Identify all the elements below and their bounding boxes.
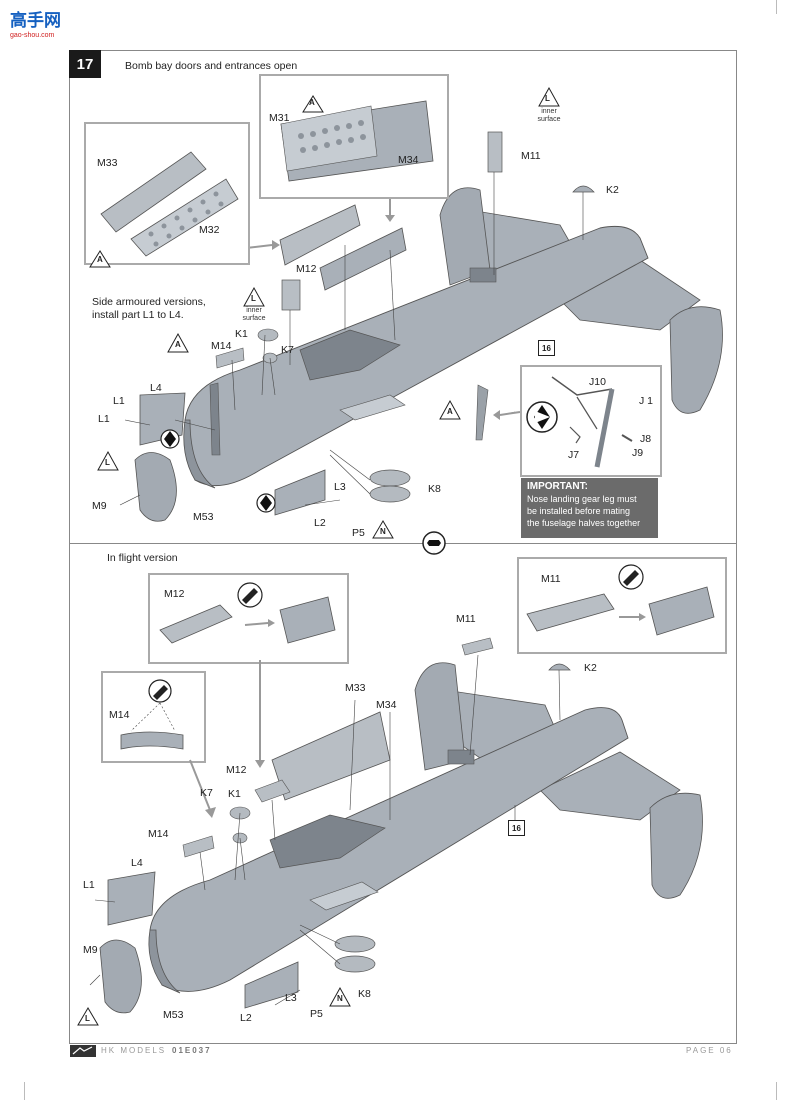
footer-page: PAGE 06	[686, 1046, 733, 1055]
marker-a: A	[175, 340, 181, 349]
part-label-k1: K1	[228, 788, 241, 800]
part-label-m9: M9	[92, 500, 107, 512]
part-label-m11: M11	[456, 613, 476, 625]
important-line: Nose landing gear leg must	[527, 494, 637, 504]
step-reference: 16	[508, 820, 525, 836]
part-label-j9: J9	[632, 447, 644, 459]
part-label-m12: M12	[164, 588, 185, 600]
section-caption-top: Bomb bay doors and entrances open	[125, 60, 298, 72]
important-title: IMPORTANT:	[527, 481, 588, 492]
important-note: IMPORTANT: Nose landing gear leg must be…	[521, 478, 658, 538]
part-label-k2: K2	[584, 662, 597, 674]
part-label-l4: L4	[150, 382, 162, 394]
marker-n: N	[337, 994, 343, 1003]
section-divider	[69, 543, 736, 544]
top-markers-graphic	[97, 86, 560, 555]
detail-box-m31-m34: A M31 M34	[259, 74, 449, 199]
detail-box-m11: M11	[517, 557, 727, 654]
part-label-m14: M14	[148, 828, 169, 840]
part-label-k7: K7	[281, 344, 294, 356]
marker-a: A	[309, 98, 315, 107]
watermark-logo-text: 高手网	[10, 10, 61, 30]
part-label-k1: K1	[235, 328, 248, 340]
part-label-m53: M53	[163, 1009, 184, 1021]
part-label-l1: L1	[83, 879, 95, 891]
marker-l: L	[545, 94, 550, 103]
hk-logo-icon	[70, 1045, 96, 1057]
detail-drawing-m33-m32	[89, 151, 239, 268]
part-label-k2: K2	[606, 184, 619, 196]
marker-n: N	[380, 527, 386, 536]
part-label-l1: L1	[113, 395, 125, 407]
important-line: be installed before mating	[527, 506, 631, 516]
side-armour-note: Side armoured versions, install part L1 …	[92, 296, 206, 321]
marker-a: A	[447, 407, 453, 416]
part-label-l3: L3	[285, 992, 297, 1004]
instruction-frame	[69, 50, 737, 1044]
crop-mark	[776, 1082, 777, 1100]
crop-mark	[776, 0, 777, 14]
detail-box-m33-m32: M33 M32 A	[84, 122, 250, 268]
part-label-m33: M33	[345, 682, 366, 694]
important-line: the fuselage halves together	[527, 518, 641, 528]
detail-drawing-nose-gear	[526, 376, 633, 468]
part-label-m32: M32	[199, 224, 220, 236]
part-label-m11: M11	[521, 150, 541, 162]
part-label-j1: J 1	[639, 395, 654, 407]
section-caption-bottom: In flight version	[107, 552, 178, 564]
part-label-l2: L2	[240, 1012, 252, 1024]
watermark-logo-graphic: 高手网 gao-shou.com	[10, 10, 61, 39]
part-label-m14: M14	[211, 340, 232, 352]
part-label-p5: P5	[310, 1008, 323, 1020]
marker-a: A	[97, 255, 103, 264]
part-label-j7: J7	[568, 449, 580, 461]
part-label-m53: M53	[193, 511, 214, 523]
detail-drawing-m14	[120, 679, 184, 750]
part-label-p5: P5	[352, 527, 365, 539]
inner-surface-label: inner surface	[537, 108, 561, 123]
marker-l: L	[251, 294, 256, 303]
part-label-m14: M14	[109, 709, 130, 721]
part-label-m34: M34	[398, 154, 419, 166]
part-label-k8: K8	[428, 483, 441, 495]
part-label-m34: M34	[376, 699, 397, 711]
part-label-l1: L1	[98, 413, 110, 425]
part-label-j10: J10	[589, 376, 606, 388]
step-reference: 16	[538, 340, 555, 356]
step-number: 17	[69, 50, 101, 78]
detail-box-nose-gear: J10 J 1 J8 J7 J9	[520, 365, 662, 477]
part-label-m11: M11	[541, 573, 561, 585]
part-label-k8: K8	[358, 988, 371, 1000]
top-assembly-drawing	[119, 131, 723, 522]
crop-mark	[24, 1082, 25, 1100]
watermark-logo-url: gao-shou.com	[10, 32, 55, 39]
part-label-m12: M12	[226, 764, 247, 776]
detail-box-m14: M14	[101, 671, 206, 763]
footer-code: 01E037	[172, 1046, 212, 1055]
part-label-l4: L4	[131, 857, 143, 869]
marker-l: L	[85, 1014, 90, 1023]
part-label-m9: M9	[83, 944, 98, 956]
part-label-l3: L3	[334, 481, 346, 493]
detail-drawing-m11	[526, 564, 715, 636]
part-label-m12: M12	[296, 263, 317, 275]
detail-drawing-m31-m34	[280, 95, 434, 182]
part-label-j8: J8	[640, 433, 652, 445]
footer-brand: HK MODELS	[101, 1046, 167, 1055]
part-label-m31: M31	[269, 112, 290, 124]
detail-drawing-m12	[159, 582, 336, 644]
marker-l: L	[105, 458, 110, 467]
part-label-m33: M33	[97, 157, 118, 169]
watermark-logo: 高手网 gao-shou.com	[8, 8, 72, 40]
part-label-k7: K7	[200, 787, 213, 799]
inner-surface-label: inner surface	[242, 307, 266, 322]
detail-box-m12: M12	[148, 573, 349, 664]
part-label-l2: L2	[314, 517, 326, 529]
